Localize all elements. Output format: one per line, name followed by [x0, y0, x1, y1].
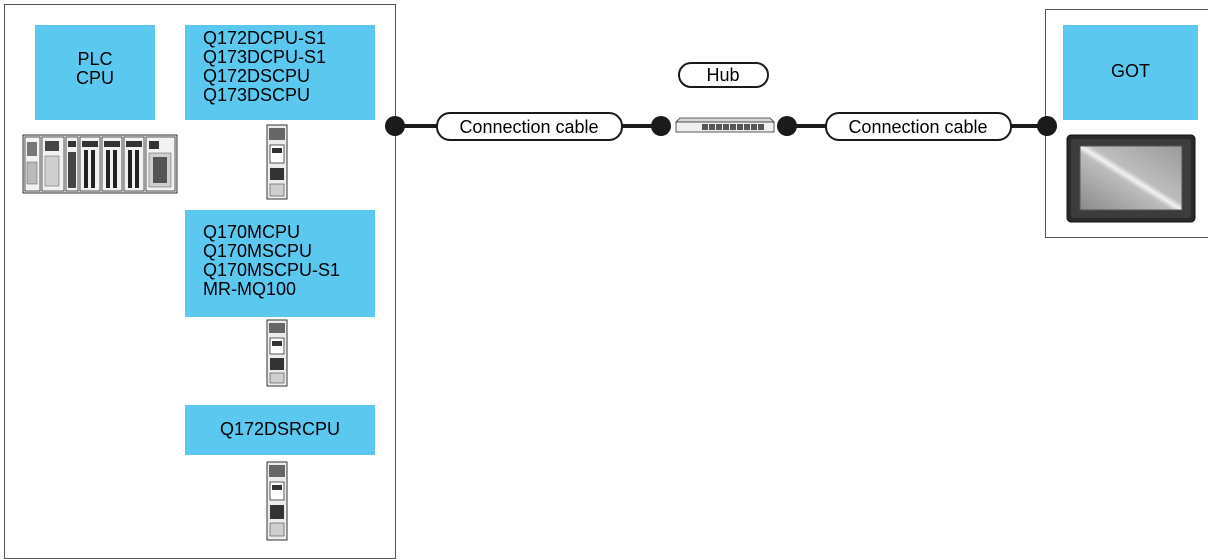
motion-cpu-module-icon	[266, 461, 288, 541]
motion-cpu-group-2-label: Q170MCPU Q170MSCPU Q170MSCPU-S1 MR-MQ100	[185, 210, 375, 317]
hub-label: Hub	[678, 62, 769, 88]
motion-cpu-model: Q173DCPU-S1	[203, 47, 327, 67]
motion-cpu-module-icon	[266, 319, 288, 387]
connector-dot	[1037, 116, 1057, 136]
motion-cpu-model: Q170MSCPU-S1	[203, 260, 341, 280]
cable-label-right: Connection cable	[825, 112, 1012, 141]
motion-cpu-module-icon	[266, 124, 288, 200]
motion-cpu-model: Q172DCPU-S1	[203, 28, 327, 48]
got-panel-icon	[1066, 134, 1196, 223]
cable-label-left: Connection cable	[436, 112, 623, 141]
connector-dot	[651, 116, 671, 136]
motion-cpu-group-3-label: Q172DSRCPU	[185, 405, 375, 455]
motion-cpu-model: Q170MSCPU	[203, 241, 313, 261]
plc-label-line1: PLC	[77, 49, 113, 69]
connector-dot	[777, 116, 797, 136]
cable-label-text: Connection cable	[459, 117, 598, 137]
hub-label-text: Hub	[706, 65, 739, 85]
motion-cpu-model: MR-MQ100	[203, 279, 297, 299]
plc-rack-icon	[22, 134, 178, 194]
motion-cpu-model: Q172DSRCPU	[219, 419, 341, 439]
motion-cpu-group-1-label: Q172DCPU-S1 Q173DCPU-S1 Q172DSCPU Q173DS…	[185, 25, 375, 120]
got-label-text: GOT	[1111, 61, 1150, 81]
motion-cpu-model: Q172DSCPU	[203, 66, 311, 86]
plc-cpu-label: PLC CPU	[35, 25, 155, 120]
connector-dot	[385, 116, 405, 136]
motion-cpu-model: Q173DSCPU	[203, 85, 311, 105]
got-label: GOT	[1063, 25, 1198, 120]
plc-label-line2: CPU	[75, 68, 114, 88]
cable-label-text: Connection cable	[848, 117, 987, 137]
motion-cpu-model: Q170MCPU	[203, 222, 301, 242]
hub-icon	[675, 117, 775, 133]
